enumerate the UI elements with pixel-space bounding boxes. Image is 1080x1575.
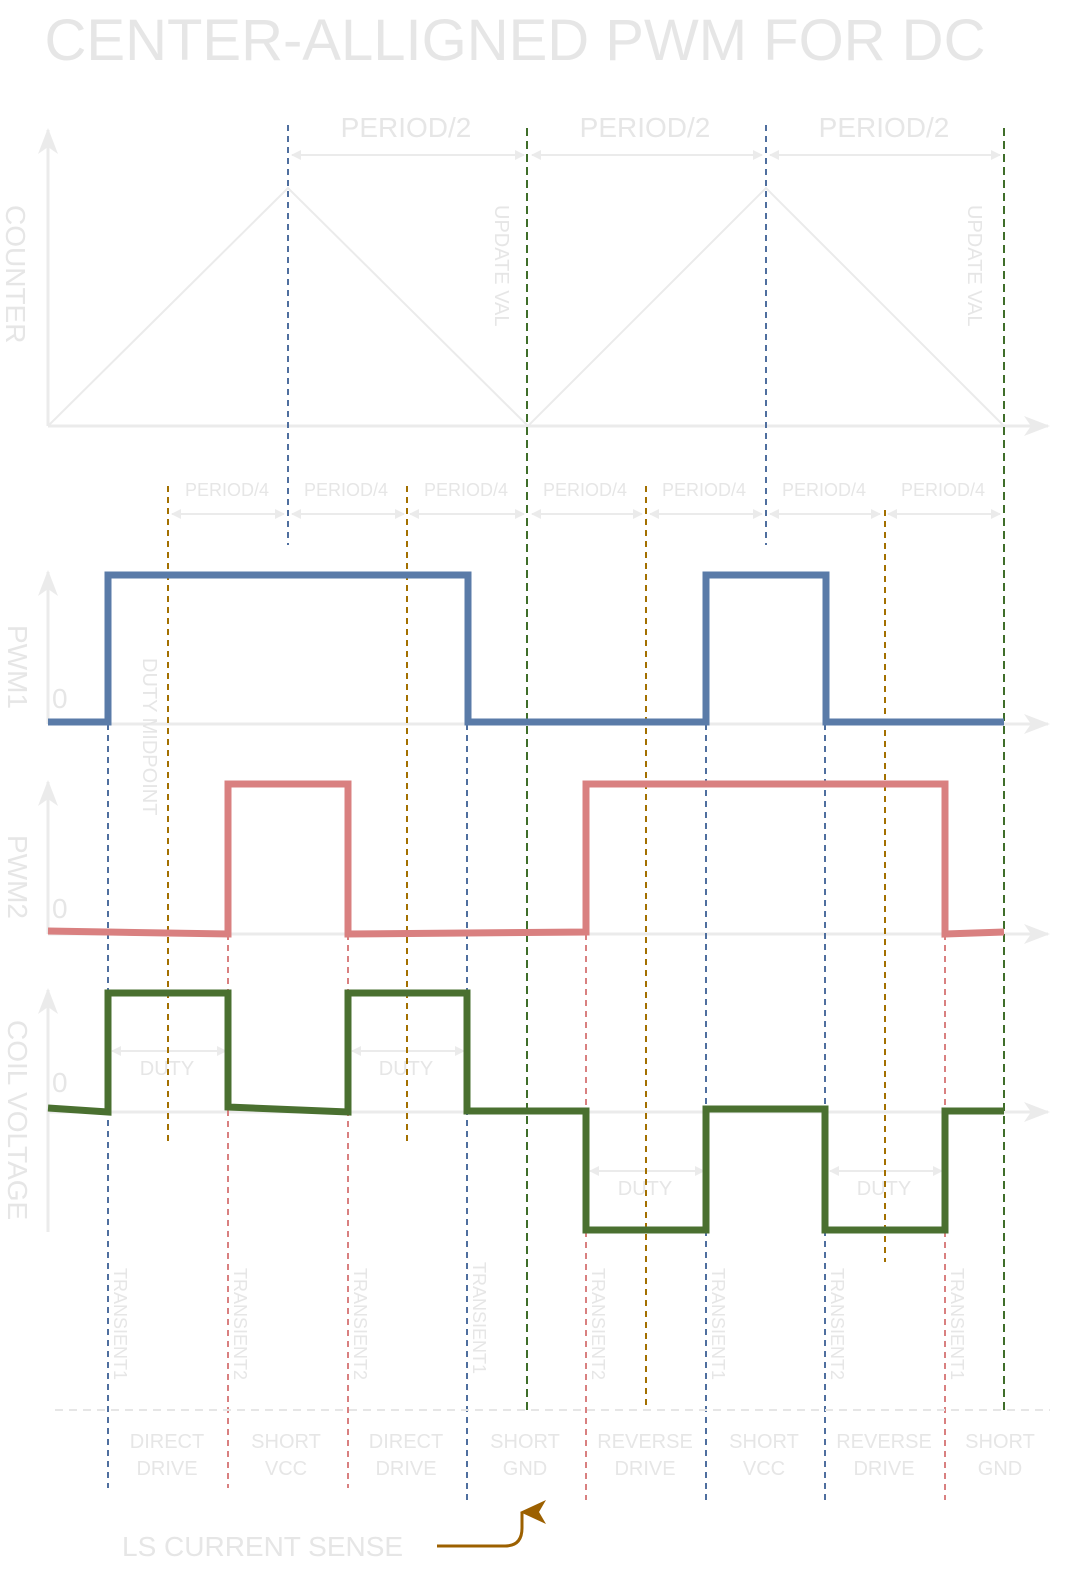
duty-label-4: DUTY xyxy=(857,1178,911,1200)
phase-labels: DIRECT DRIVE SHORT VCC DIRECT DRIVE SHOR… xyxy=(130,1431,1035,1480)
update-val-label-1: UPDATE VAL xyxy=(490,205,512,327)
half-period-label-2: PERIOD/2 xyxy=(580,112,711,143)
quarter-period-row: PERIOD/4 PERIOD/4 PERIOD/4 PERIOD/4 PERI… xyxy=(171,480,1001,519)
phase-8-line1: SHORT xyxy=(965,1431,1035,1453)
pwm1-waveform xyxy=(48,571,1004,726)
guide-lines xyxy=(55,125,1050,1500)
counter-triangle-wave xyxy=(47,186,1005,428)
current-sense-label: LS CURRENT SENSE xyxy=(122,1531,403,1562)
coil-axis-label: COIL VOLTAGE xyxy=(2,1020,33,1220)
phase-8-line2: GND xyxy=(978,1458,1022,1480)
quarter-period-label-1: PERIOD/4 xyxy=(185,480,269,500)
phase-6-line2: VCC xyxy=(743,1458,785,1480)
pwm2-axis-label: PWM2 xyxy=(2,835,33,919)
transient-labels: TRANSIENT1 TRANSIENT2 TRANSIENT2 TRANSIE… xyxy=(110,1262,967,1380)
transient-label-4: TRANSIENT1 xyxy=(469,1262,489,1374)
quarter-period-label-5: PERIOD/4 xyxy=(662,480,746,500)
counter-axis-label: COUNTER xyxy=(0,205,31,343)
quarter-period-label-6: PERIOD/4 xyxy=(782,480,866,500)
duty-label-3: DUTY xyxy=(618,1178,672,1200)
phase-4-line1: SHORT xyxy=(490,1431,560,1453)
phase-2-line2: VCC xyxy=(265,1458,307,1480)
transient-label-3: TRANSIENT2 xyxy=(350,1268,370,1380)
quarter-period-label-7: PERIOD/4 xyxy=(901,480,985,500)
transient-label-7: TRANSIENT2 xyxy=(827,1268,847,1380)
transient-label-6: TRANSIENT1 xyxy=(708,1268,728,1380)
phase-1-line2: DRIVE xyxy=(136,1458,197,1480)
diagram-title: CENTER-ALLIGNED PWM FOR DC xyxy=(45,8,986,73)
transient-label-8: TRANSIENT1 xyxy=(947,1268,967,1380)
half-period-label-3: PERIOD/2 xyxy=(819,112,950,143)
phase-5-line1: REVERSE xyxy=(597,1431,693,1453)
current-sense-arrow xyxy=(437,1500,546,1548)
coil-axes: COIL VOLTAGE 0 xyxy=(2,988,1050,1232)
coil-zero-label: 0 xyxy=(52,1067,68,1098)
phase-4-line2: GND xyxy=(503,1458,547,1480)
phase-6-line1: SHORT xyxy=(729,1431,799,1453)
pwm1-axis-label: PWM1 xyxy=(2,625,33,709)
coil-voltage-waveform xyxy=(47,989,1004,1234)
transient-label-1: TRANSIENT1 xyxy=(110,1268,130,1380)
phase-1-line1: DIRECT xyxy=(130,1431,204,1453)
quarter-period-label-4: PERIOD/4 xyxy=(543,480,627,500)
phase-7-line1: REVERSE xyxy=(836,1431,932,1453)
phase-2-line1: SHORT xyxy=(251,1431,321,1453)
pwm1-zero-label: 0 xyxy=(52,683,68,714)
duty-annotations: DUTY DUTY DUTY DUTY xyxy=(111,1046,943,1200)
pwm2-waveform xyxy=(47,780,1005,938)
phase-7-line2: DRIVE xyxy=(853,1458,914,1480)
half-period-label-1: PERIOD/2 xyxy=(341,112,472,143)
quarter-period-label-2: PERIOD/4 xyxy=(304,480,388,500)
duty-midpoint-label: DUTY MIDPOINT xyxy=(138,658,160,815)
phase-3-line2: DRIVE xyxy=(375,1458,436,1480)
phase-5-line2: DRIVE xyxy=(614,1458,675,1480)
counter-section: COUNTER PERIOD/2 PERIOD/2 PERIOD/2 UPDAT… xyxy=(0,112,1050,436)
transient-label-5: TRANSIENT2 xyxy=(588,1268,608,1380)
pwm2-zero-label: 0 xyxy=(52,893,68,924)
phase-3-line1: DIRECT xyxy=(369,1431,443,1453)
transient-label-2: TRANSIENT2 xyxy=(230,1268,250,1380)
update-val-label-2: UPDATE VAL xyxy=(963,205,985,327)
quarter-period-label-3: PERIOD/4 xyxy=(424,480,508,500)
